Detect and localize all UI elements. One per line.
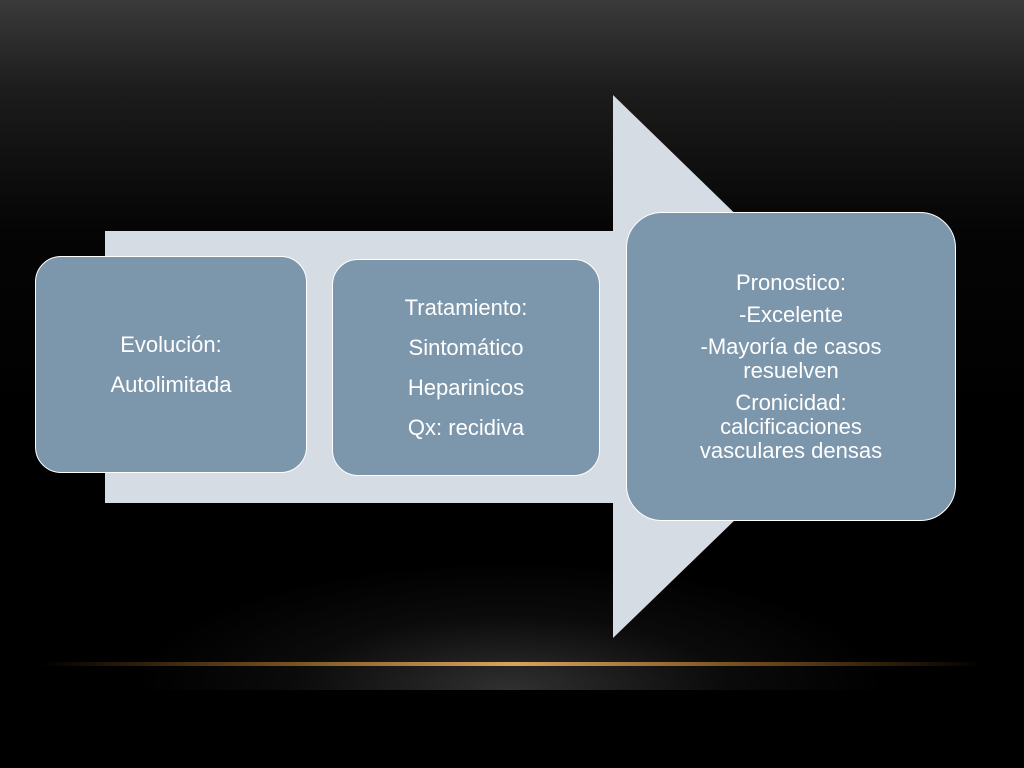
step-pronostico-mayoria: -Mayoría de casos resuelven [700, 333, 882, 383]
step-evolucion-detail: Autolimitada [110, 371, 232, 397]
step-evolucion-box: Evolución: Autolimitada [35, 256, 307, 473]
step-evolucion-title: Evolución: [120, 331, 222, 357]
floor-glow [130, 560, 890, 690]
step-tratamiento-sintomatico: Sintomático [408, 334, 524, 360]
step-pronostico-excelente: -Excelente [739, 301, 843, 327]
accent-line [40, 662, 984, 666]
step-pronostico-cronicidad: Cronicidad: calcificaciones vasculares d… [699, 389, 883, 463]
step-pronostico-title: Pronostico: [735, 269, 847, 295]
step-tratamiento-qx: Qx: recidiva [407, 414, 525, 440]
step-pronostico-box: Pronostico: -Excelente -Mayoría de casos… [626, 212, 956, 521]
step-tratamiento-heparinicos: Heparinicos [407, 374, 525, 400]
step-tratamiento-title: Tratamiento: [404, 294, 528, 320]
step-tratamiento-box: Tratamiento: Sintomático Heparinicos Qx:… [332, 259, 600, 476]
